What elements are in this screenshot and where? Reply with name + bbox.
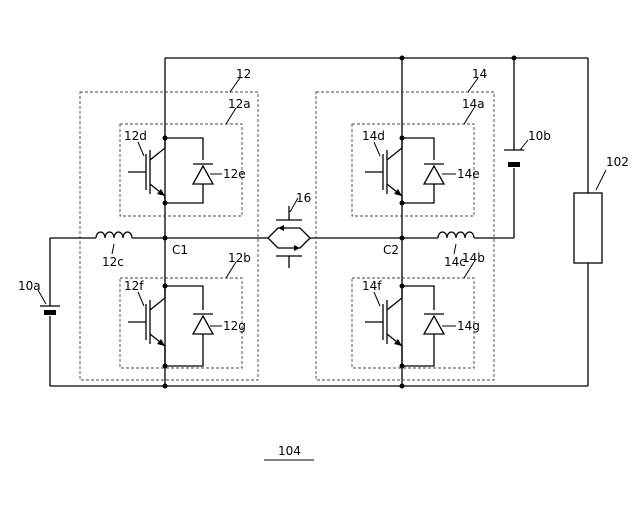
label-12a: 12a [228, 97, 251, 111]
label-c2: C2 [383, 243, 399, 257]
label-12b: 12b [228, 251, 251, 265]
label-10a: 10a [18, 279, 41, 293]
label-14g: 14g [457, 319, 480, 333]
label-12g: 12g [223, 319, 246, 333]
label-12d: 12d [124, 129, 147, 143]
label-12c: 12c [102, 255, 124, 269]
module-12-box [80, 92, 258, 380]
label-102: 102 [606, 155, 629, 169]
label-16: 16 [296, 191, 311, 205]
label-figure-ref: 104 [278, 444, 301, 458]
wiring [50, 58, 588, 386]
label-c1: C1 [172, 243, 188, 257]
label-14d: 14d [362, 129, 385, 143]
inductor-14c [438, 232, 474, 238]
label-14a: 14a [462, 97, 485, 111]
module-14-box [316, 92, 494, 380]
bidirectional-switch-16 [268, 206, 310, 268]
battery-10b [504, 150, 524, 167]
label-14e: 14e [457, 167, 480, 181]
label-12e: 12e [223, 167, 246, 181]
label-10b: 10b [528, 129, 551, 143]
labels: 12 14 12a 14a 12b 14b 12d 14d 12f 14f 12… [18, 67, 629, 460]
label-module-12: 12 [236, 67, 251, 81]
label-14c: 14c [444, 255, 466, 269]
label-module-14: 14 [472, 67, 487, 81]
load-102 [574, 193, 602, 263]
label-14f: 14f [362, 279, 382, 293]
battery-10a [40, 306, 60, 315]
label-12f: 12f [124, 279, 144, 293]
inductor-12c [96, 232, 132, 238]
